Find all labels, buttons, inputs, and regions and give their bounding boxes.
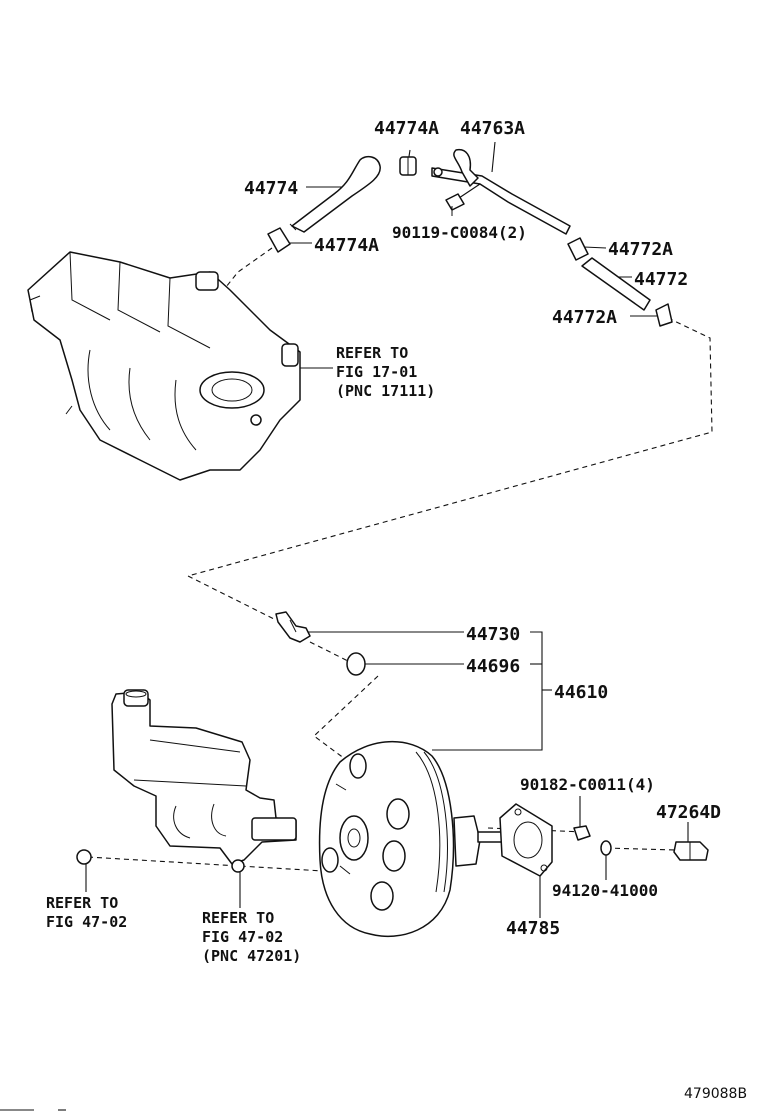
clamp-44774A-top — [399, 156, 417, 176]
ref-master: REFER TO FIG 47-02 (PNC 47201) — [202, 909, 301, 965]
vacuum-tube-44763A — [431, 148, 571, 235]
ref-manifold-line1: REFER TO — [336, 344, 408, 362]
ref-left: REFER TO FIG 47-02 — [46, 894, 127, 931]
label-44772A-top: 44772A — [608, 239, 673, 260]
dashed-flow-lines — [87, 247, 713, 873]
clevis-47264D — [673, 841, 709, 861]
brake-booster — [318, 740, 505, 938]
washer-94120 — [600, 840, 612, 856]
ref-manifold-line3: (PNC 17111) — [336, 382, 435, 400]
label-44610: 44610 — [554, 682, 608, 703]
figure-code: 479088B — [684, 1086, 747, 1102]
label-90119: 90119-C0084(2) — [392, 223, 527, 242]
gasket-44785 — [499, 803, 553, 877]
label-44774: 44774 — [244, 178, 298, 199]
check-valve-44730 — [275, 611, 311, 643]
ref-master-line3: (PNC 47201) — [202, 947, 301, 965]
ref-left-line1: REFER TO — [46, 894, 118, 912]
intake-manifold — [27, 251, 301, 481]
grommet-44696 — [346, 652, 366, 676]
ref-manifold-line2: FIG 17-01 — [336, 363, 417, 381]
ref-left-line2: FIG 47-02 — [46, 913, 127, 931]
ref-manifold: REFER TO FIG 17-01 (PNC 17111) — [336, 344, 435, 400]
master-cylinder — [111, 689, 297, 873]
label-44730: 44730 — [466, 624, 520, 645]
label-44763A: 44763A — [460, 118, 525, 139]
label-44774A-top: 44774A — [374, 118, 439, 139]
leader-lines — [85, 141, 689, 918]
ref-master-line2: FIG 47-02 — [202, 928, 283, 946]
clamp-44774A — [267, 227, 291, 253]
hose-44772 — [581, 257, 651, 311]
ref-master-line1: REFER TO — [202, 909, 274, 927]
label-90182: 90182-C0011(4) — [520, 775, 655, 794]
label-44772: 44772 — [634, 269, 688, 290]
label-44696: 44696 — [466, 656, 520, 677]
label-44774A: 44774A — [314, 235, 379, 256]
label-47264D: 47264D — [656, 802, 721, 823]
hose-44774 — [289, 155, 381, 233]
label-94120: 94120-41000 — [552, 881, 658, 900]
label-44772A: 44772A — [552, 307, 617, 328]
clamp-44772A-top — [567, 237, 589, 261]
label-44785: 44785 — [506, 918, 560, 939]
clamp-44772A — [655, 303, 673, 327]
part-labels: 44774A 44763A 44774 90119-C0084(2) 44774… — [244, 118, 721, 939]
bolt-90119 — [445, 193, 465, 216]
nut-left — [76, 849, 92, 865]
nut-90182 — [573, 825, 591, 841]
